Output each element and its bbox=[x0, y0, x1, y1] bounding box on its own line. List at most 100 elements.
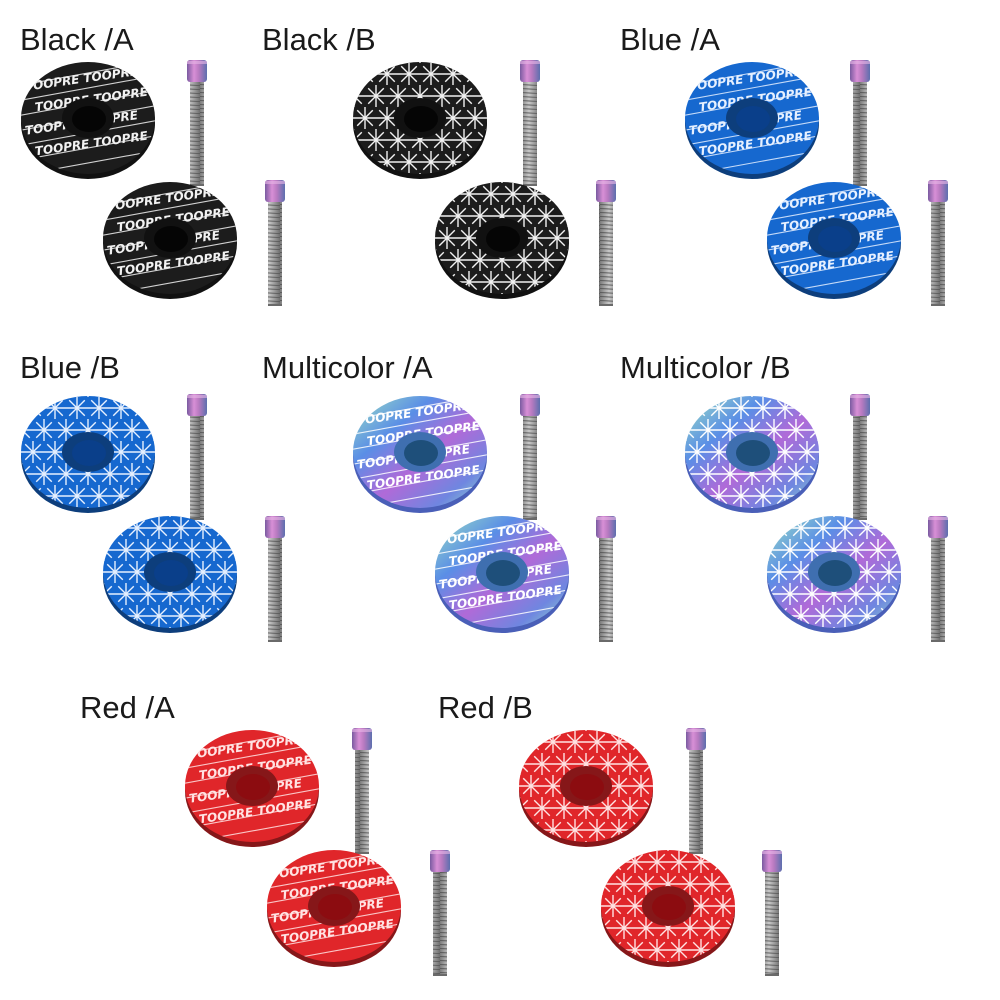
asanoha-star-line bbox=[228, 630, 244, 646]
asanoha-star-line bbox=[14, 378, 30, 394]
asanoha-star-line bbox=[106, 563, 124, 581]
asanoha-star-line bbox=[832, 378, 848, 394]
asanoha-star-line bbox=[24, 399, 42, 417]
asanoha-star-line bbox=[239, 520, 255, 536]
asanoha-star-line bbox=[832, 466, 848, 482]
asanoha-star-line bbox=[512, 844, 528, 860]
asanoha-star-line bbox=[688, 443, 706, 461]
asanoha-star-line bbox=[346, 176, 362, 192]
asanoha-star-line bbox=[732, 399, 750, 417]
asanoha-star-line bbox=[615, 919, 633, 937]
asanoha-star-line bbox=[870, 498, 886, 514]
asanoha-star-line bbox=[128, 563, 146, 581]
asanoha-star-line bbox=[172, 519, 190, 537]
label-multicolor-b: Multicolor /B bbox=[620, 350, 791, 385]
asanoha-star-line bbox=[632, 733, 650, 751]
asanoha-star-line bbox=[472, 296, 488, 312]
cap-hole bbox=[818, 226, 852, 252]
asanoha-star-line bbox=[782, 630, 798, 646]
bolt-head bbox=[762, 850, 782, 872]
bolt-head bbox=[928, 180, 948, 202]
asanoha-star-line bbox=[666, 712, 682, 728]
headset-top-cap bbox=[583, 850, 753, 980]
asanoha-star-line bbox=[58, 378, 74, 394]
asanoha-star-line bbox=[472, 164, 488, 180]
asanoha-star-line bbox=[737, 942, 753, 958]
bolt-head bbox=[352, 728, 372, 750]
engraved-stripe bbox=[675, 14, 829, 42]
asanoha-star-line bbox=[667, 400, 683, 416]
headset-top-cap bbox=[501, 712, 682, 860]
asanoha-star-line bbox=[847, 541, 865, 559]
asanoha-star-line bbox=[560, 164, 576, 180]
asanoha-star-line bbox=[356, 65, 374, 83]
asanoha-star-line bbox=[737, 898, 753, 914]
asanoha-star-line bbox=[714, 853, 732, 871]
bolt-head bbox=[928, 516, 948, 538]
asanoha-star-line bbox=[157, 444, 173, 460]
asanoha-star-line bbox=[798, 399, 816, 417]
asanoha-star-line bbox=[678, 510, 694, 526]
asanoha-star-line bbox=[482, 185, 500, 203]
asanoha-star-line bbox=[150, 519, 168, 537]
asanoha-star-line bbox=[555, 755, 573, 773]
asanoha-star-line bbox=[621, 799, 639, 817]
asanoha-star-line bbox=[35, 465, 53, 483]
asanoha-star-line bbox=[821, 488, 837, 504]
asanoha-star-line bbox=[512, 712, 528, 728]
asanoha-star-line bbox=[378, 65, 396, 83]
asanoha-star-line bbox=[36, 378, 52, 394]
asanoha-star-line bbox=[678, 510, 694, 526]
bolt-head bbox=[850, 394, 870, 416]
bolt-head bbox=[187, 394, 207, 416]
asanoha-star-line bbox=[140, 498, 156, 514]
asanoha-star-line bbox=[239, 608, 255, 624]
asanoha-star-line bbox=[782, 630, 798, 646]
asanoha-star-line bbox=[123, 421, 141, 439]
asanoha-star-line bbox=[821, 400, 837, 416]
asanoha-star-line bbox=[870, 630, 886, 646]
asanoha-star-line bbox=[389, 131, 407, 149]
asanoha-star-line bbox=[610, 821, 628, 839]
hex-bolt bbox=[265, 180, 285, 306]
asanoha-star-line bbox=[534, 844, 550, 860]
asanoha-star-line bbox=[534, 844, 550, 860]
asanoha-star-line bbox=[670, 853, 688, 871]
cap-hole bbox=[154, 226, 188, 252]
asanoha-star-line bbox=[14, 510, 30, 526]
asanoha-star-line bbox=[501, 734, 517, 750]
asanoha-star-line bbox=[787, 465, 805, 483]
asanoha-star-line bbox=[681, 919, 699, 937]
asanoha-star-line bbox=[206, 630, 222, 646]
asanoha-star-line bbox=[666, 800, 682, 816]
asanoha-star-line bbox=[168, 466, 184, 482]
asanoha-star-line bbox=[128, 519, 146, 537]
cap-hole bbox=[404, 440, 438, 466]
asanoha-star-line bbox=[400, 153, 418, 171]
asanoha-star-line bbox=[704, 964, 720, 980]
asanoha-star-line bbox=[533, 755, 551, 773]
asanoha-star-line bbox=[582, 208, 598, 224]
hex-bolt bbox=[928, 516, 948, 642]
asanoha-star-line bbox=[526, 273, 544, 291]
asanoha-star-line bbox=[869, 585, 887, 603]
asanoha-star-line bbox=[449, 207, 467, 225]
asanoha-star-line bbox=[776, 443, 794, 461]
asanoha-star-line bbox=[821, 400, 837, 416]
asanoha-star-line bbox=[460, 185, 478, 203]
asanoha-star-line bbox=[140, 630, 156, 646]
asanoha-star-line bbox=[335, 110, 351, 126]
asanoha-star-line bbox=[781, 541, 799, 559]
asanoha-star-line bbox=[422, 153, 440, 171]
engraved-stripe bbox=[11, 29, 165, 57]
asanoha-star-line bbox=[471, 251, 489, 269]
asanoha-star-line bbox=[80, 378, 96, 394]
asanoha-star-line bbox=[836, 519, 854, 537]
engraved-stripe bbox=[675, 29, 829, 57]
asanoha-star-line bbox=[692, 897, 710, 915]
bolt-threads bbox=[689, 750, 703, 854]
asanoha-star-line bbox=[583, 854, 599, 870]
asanoha-star-line bbox=[638, 964, 654, 980]
